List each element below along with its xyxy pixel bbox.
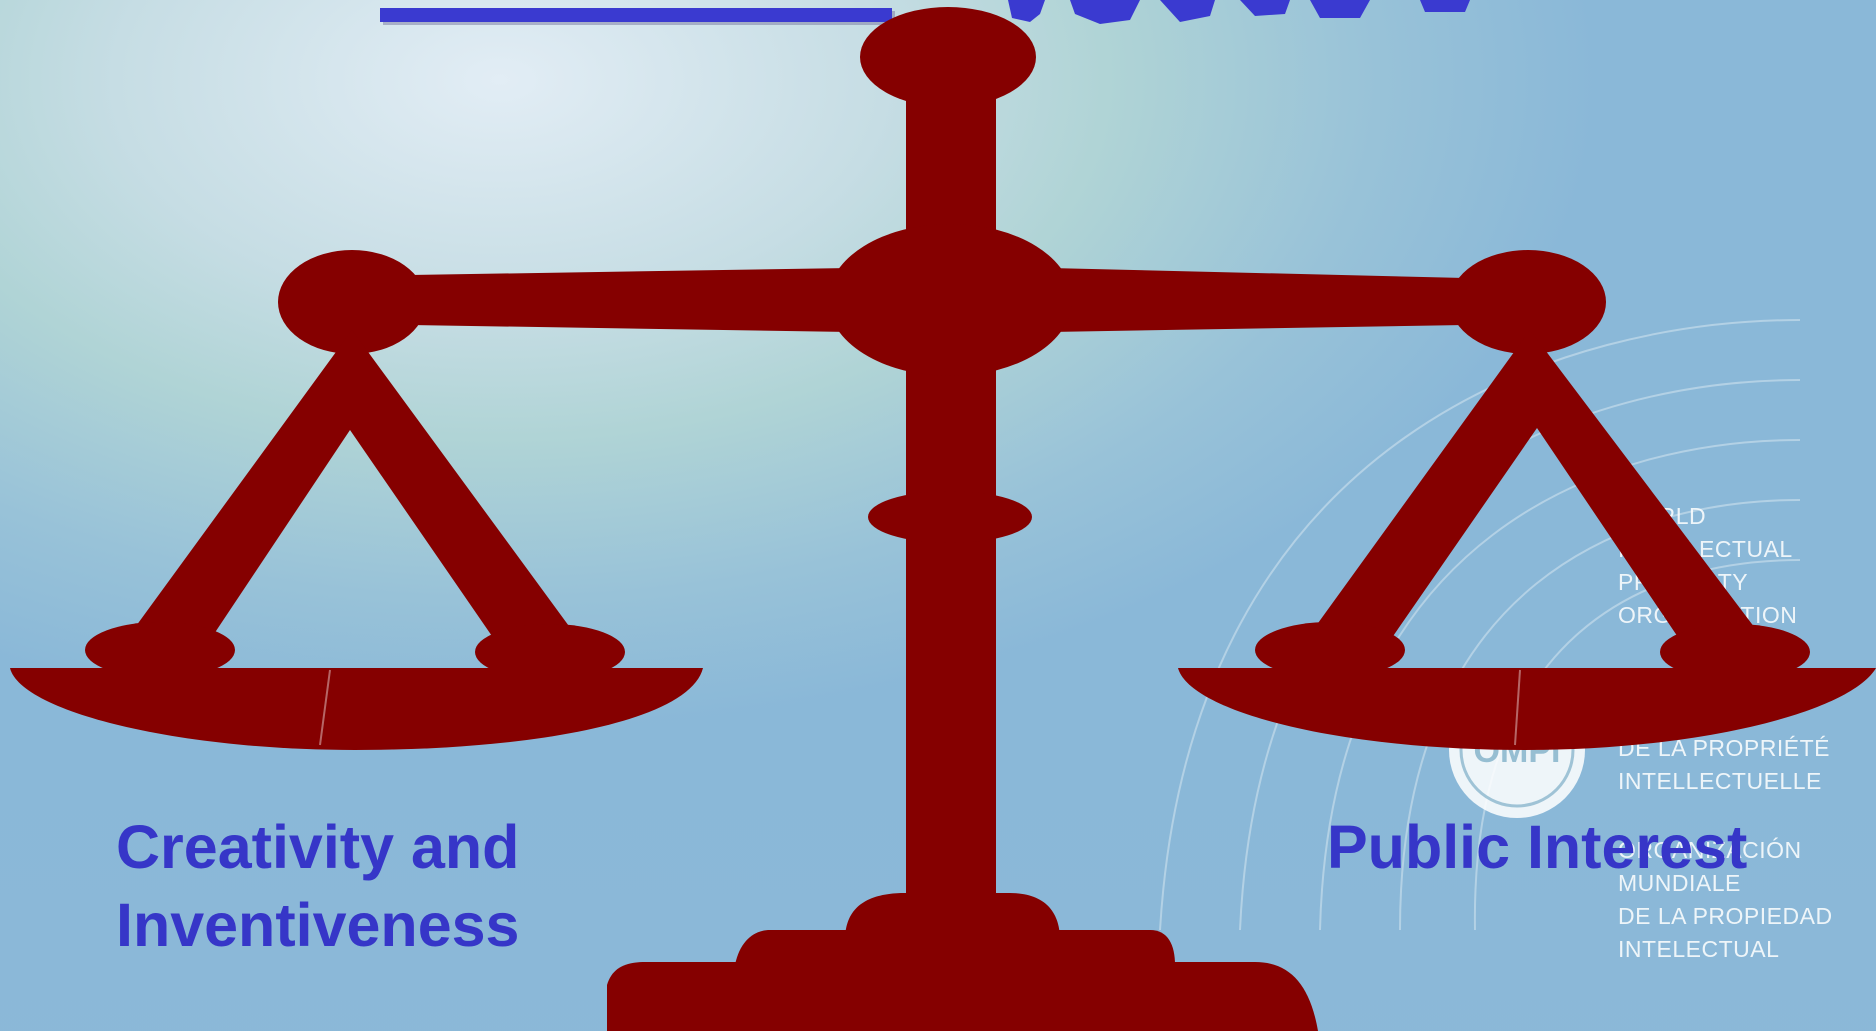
wipo-text-french: DE LA PROPRIÉTÉ INTELLECTUELLE [1618, 735, 1831, 794]
wipo-text-spanish: ORGANIZACIÓN MUNDIALE DE LA PROPIEDAD IN… [1618, 837, 1833, 962]
caption-creativity: Creativity and Inventiveness [116, 813, 520, 959]
title-underline [380, 8, 892, 22]
caption-public-interest: Public Interest [1327, 813, 1748, 881]
